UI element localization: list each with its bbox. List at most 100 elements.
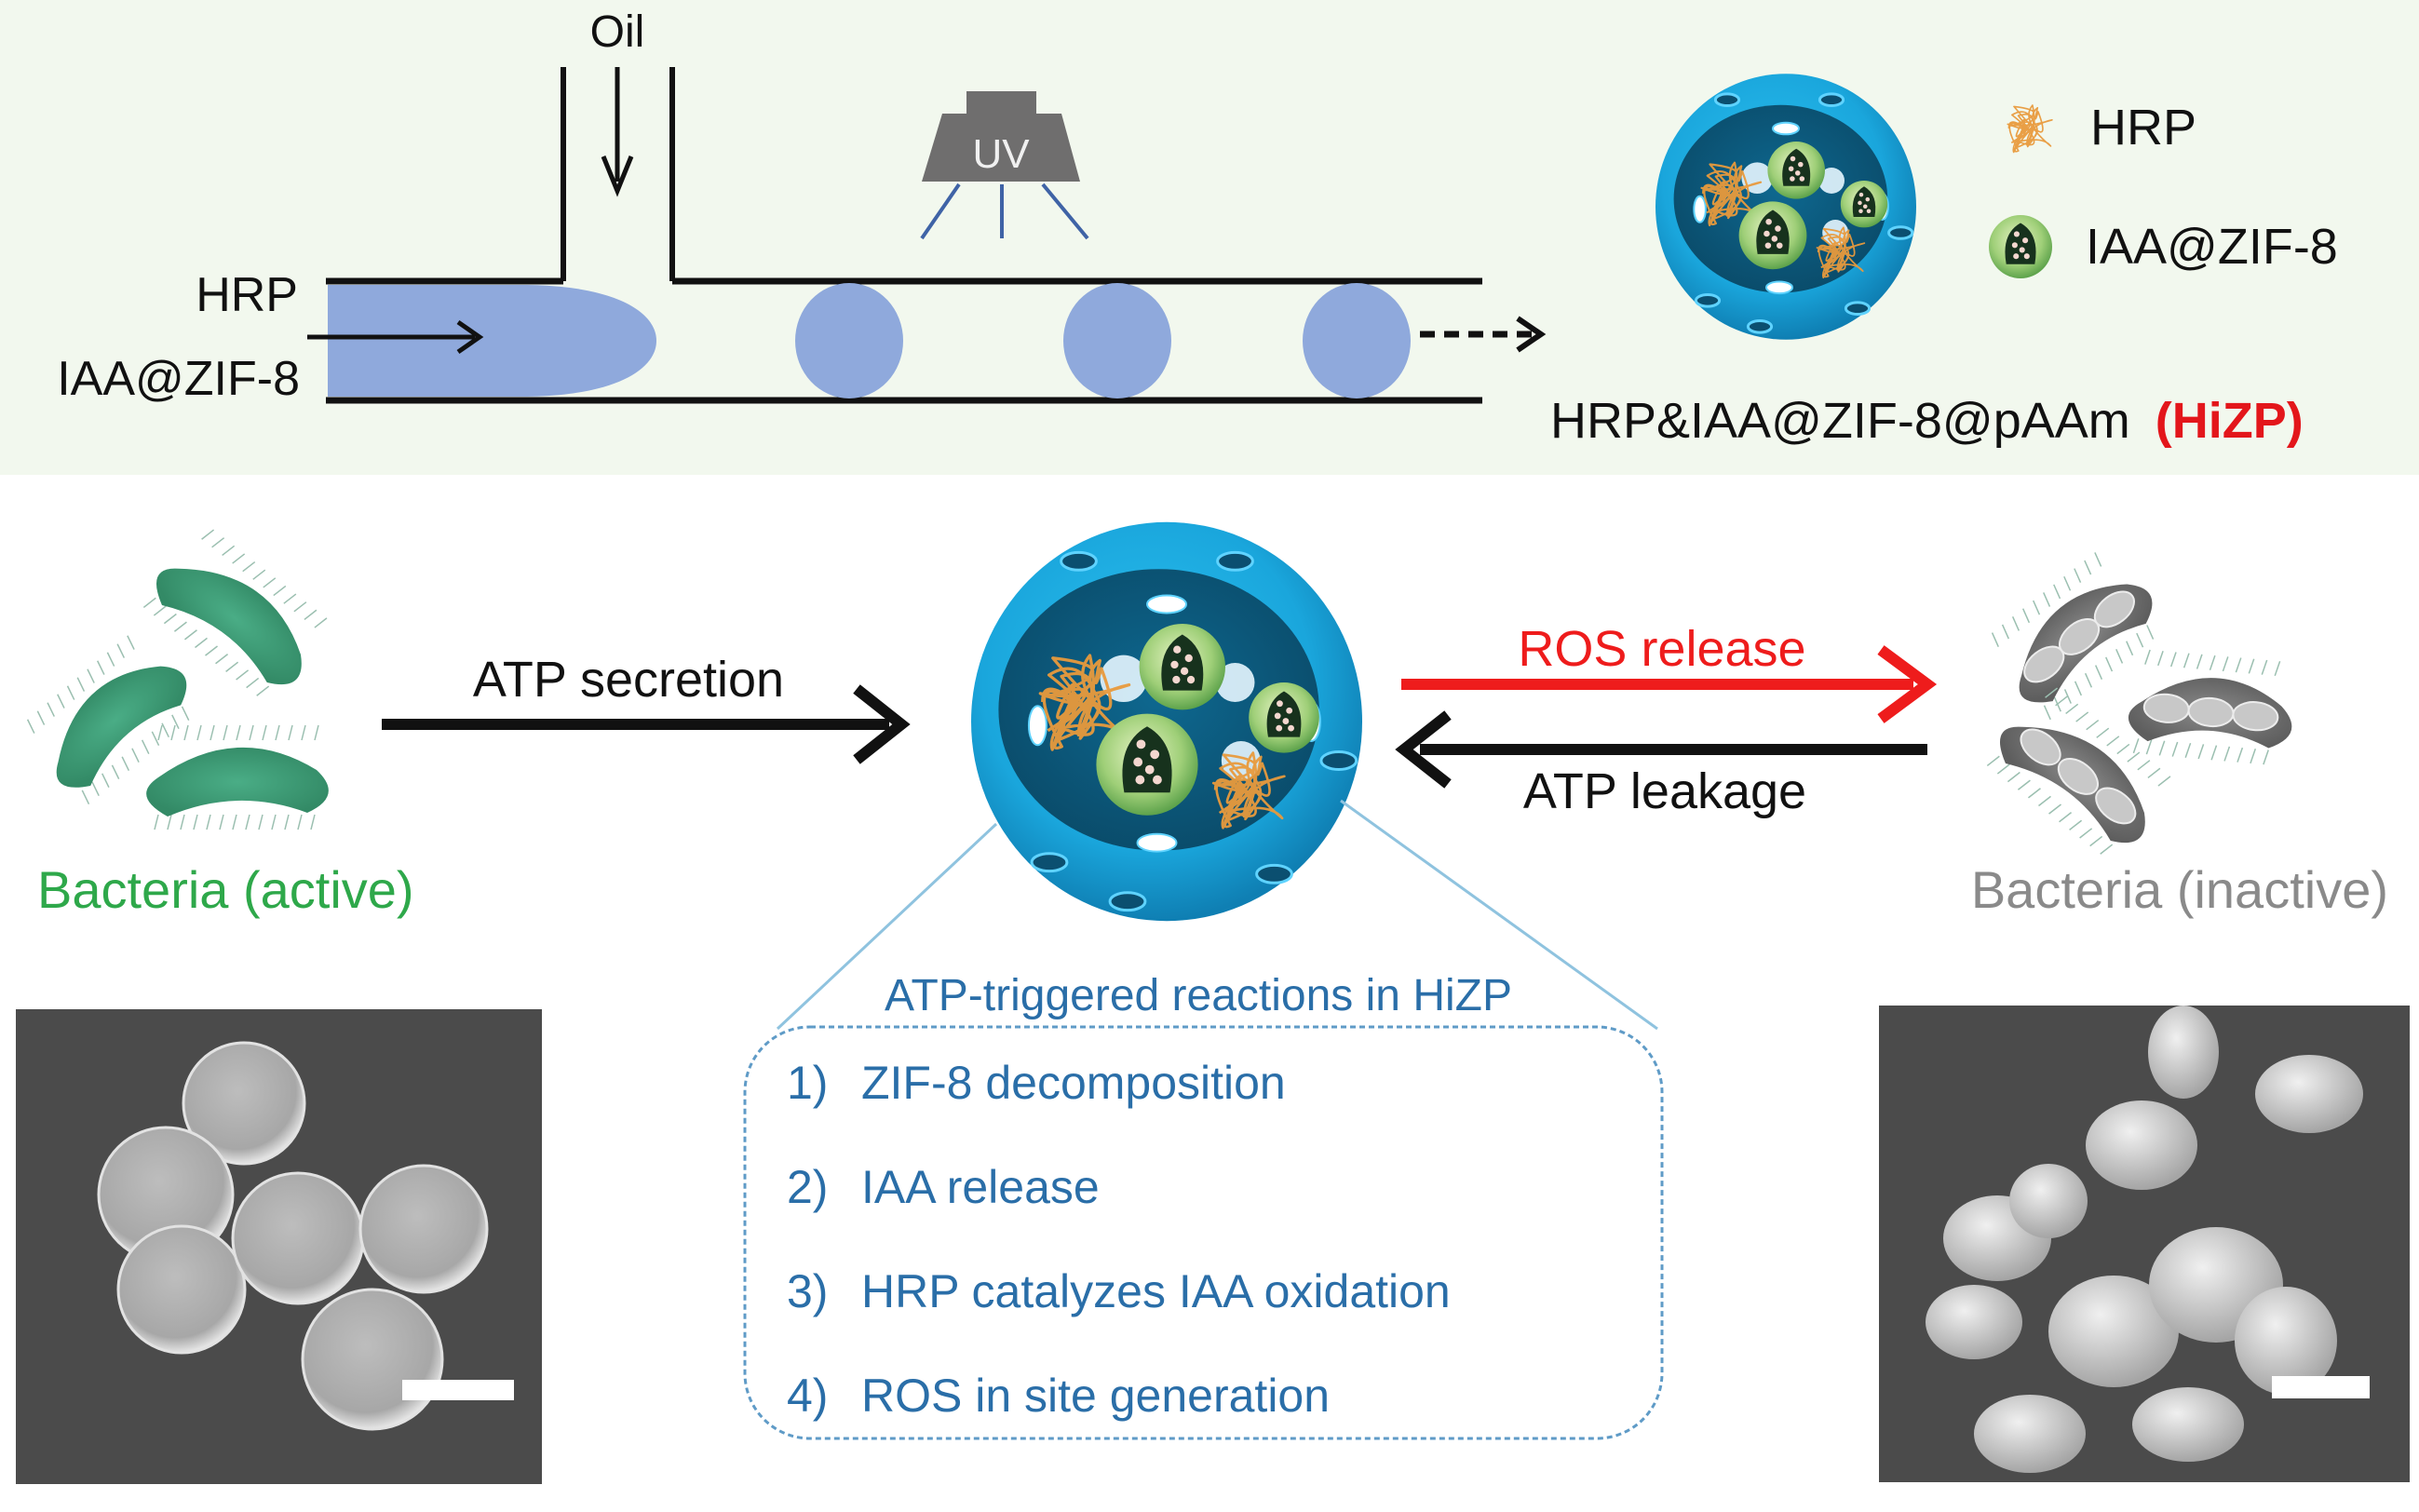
droplet bbox=[1063, 283, 1171, 398]
reaction-step: 4) ROS in site generation bbox=[787, 1370, 1330, 1422]
inner-pore bbox=[1772, 121, 1800, 136]
sem-debris bbox=[2255, 1055, 2363, 1133]
scale-bar bbox=[402, 1380, 514, 1400]
uv-label: UV bbox=[972, 131, 1030, 177]
reaction-step-text: ROS in site generation bbox=[861, 1370, 1330, 1422]
inlet-label-iaa-zif8: IAA@ZIF-8 bbox=[57, 352, 300, 406]
svg-text:HRP&IAA@ZIF-8@pAAm (Hi: HRP&IAA@ZIF-8@pAAm (HiZP) bbox=[1550, 393, 2304, 449]
iaa-zif8-particle-icon bbox=[1989, 215, 2052, 278]
shell-pore bbox=[1216, 550, 1254, 572]
reactions-title: ATP-triggered reactions in HiZP bbox=[885, 971, 1512, 1020]
atp-leakage-label: ATP leakage bbox=[1523, 763, 1806, 819]
active-bacteria-icon bbox=[26, 529, 329, 830]
sem-debris bbox=[1974, 1395, 2086, 1473]
sem-cell bbox=[301, 1288, 444, 1431]
uv-lamp-icon: UV bbox=[920, 91, 1089, 240]
lesion bbox=[2020, 728, 2061, 766]
iaa-zif8-particle-icon bbox=[1840, 181, 1888, 228]
droplet bbox=[795, 283, 903, 398]
lesion bbox=[2232, 701, 2279, 732]
reaction-step-number: 4) bbox=[787, 1370, 828, 1422]
legend-label-hrp: HRP bbox=[2090, 100, 2196, 155]
aqueous-stream bbox=[328, 285, 656, 397]
reaction-step-number: 2) bbox=[787, 1161, 828, 1213]
inner-pore bbox=[1693, 195, 1707, 223]
sem-debris bbox=[2048, 1276, 2179, 1387]
reaction-step-number: 3) bbox=[787, 1265, 828, 1317]
hrp-enzyme-icon bbox=[1700, 161, 1763, 227]
product-label-main: HRP&IAA@ZIF-8@pAAm bbox=[1550, 393, 2130, 449]
product-label: HRP&IAA@ZIF-8@pAAm (HiZP) bbox=[1550, 393, 2304, 449]
ros-release-label: ROS release bbox=[1518, 621, 1805, 677]
inner-pore bbox=[1136, 832, 1178, 853]
sem-debris bbox=[2086, 1100, 2197, 1190]
reactions-box bbox=[743, 1025, 1664, 1440]
hrp-enzyme-icon bbox=[1816, 226, 1866, 279]
atp-leakage-arrow bbox=[1395, 710, 1927, 789]
iaa-zif8-particle-icon bbox=[1249, 682, 1319, 753]
bacterium bbox=[146, 724, 329, 830]
reaction-step-number: 1) bbox=[787, 1057, 828, 1109]
lesion bbox=[2095, 787, 2137, 825]
shell-pore bbox=[1844, 301, 1872, 317]
iaa-zif8-particle-icon bbox=[1139, 624, 1226, 710]
sem-image-inactive bbox=[1879, 1006, 2410, 1482]
sem-image-active bbox=[16, 1009, 542, 1484]
hrp-enzyme-icon bbox=[2007, 104, 2053, 154]
mechanism-panel: Bacteria (active) ATP secretion ROS rele… bbox=[26, 521, 2388, 922]
ros-release-arrow bbox=[1401, 645, 1938, 723]
shell-pore bbox=[1108, 891, 1147, 912]
shell-pore bbox=[1818, 92, 1845, 107]
callout-line-right bbox=[1340, 799, 1658, 1031]
inner-pore bbox=[1146, 594, 1187, 614]
shell-pore bbox=[1694, 293, 1722, 308]
sem-debris bbox=[2235, 1287, 2337, 1395]
droplet bbox=[1303, 283, 1411, 398]
bacterium bbox=[1991, 552, 2155, 721]
inlet-flow-arrow bbox=[307, 319, 484, 355]
legend-label-iaa-zif8: IAA@ZIF-8 bbox=[2086, 219, 2338, 275]
sem-cell bbox=[358, 1164, 489, 1294]
inlet-label-hrp: HRP bbox=[196, 268, 298, 322]
active-bacteria-label: Bacteria (active) bbox=[37, 860, 414, 919]
shell-pore bbox=[1887, 225, 1914, 240]
inner-pore bbox=[1765, 280, 1793, 295]
inactive-bacteria-icon bbox=[1986, 552, 2292, 855]
sem-cell bbox=[116, 1224, 247, 1355]
reaction-step: 3) HRP catalyzes IAA oxidation bbox=[787, 1265, 1451, 1317]
shell-pore bbox=[1713, 92, 1741, 107]
sem-debris bbox=[2132, 1387, 2244, 1462]
callout-line-left bbox=[776, 822, 998, 1031]
bacterium bbox=[2128, 649, 2292, 765]
bacterium bbox=[1986, 687, 2171, 855]
legend: HRP IAA@ZIF-8 bbox=[1989, 100, 2338, 278]
lesion bbox=[2093, 590, 2135, 628]
sem-debris bbox=[2009, 1164, 2088, 1238]
shell-pore bbox=[1255, 863, 1293, 884]
sem-debris bbox=[1926, 1285, 2022, 1359]
oil-label: Oil bbox=[590, 7, 645, 57]
inner-pore bbox=[1027, 705, 1047, 747]
droplet-group bbox=[795, 283, 1411, 398]
bacterium bbox=[142, 529, 328, 696]
shell-pore bbox=[1319, 750, 1358, 771]
sem-debris bbox=[2148, 1006, 2219, 1099]
iaa-zif8-particle-icon bbox=[1989, 215, 2052, 278]
inactive-bacteria-label: Bacteria (inactive) bbox=[1971, 860, 2388, 919]
hizp-particle-icon bbox=[1655, 74, 1916, 340]
iaa-zif8-particle-icon bbox=[1767, 142, 1825, 199]
bubble bbox=[1215, 663, 1255, 702]
reactions-callout: ATP-triggered reactions in HiZP 1)ZIF-8 … bbox=[743, 799, 1664, 1440]
reaction-step-text: HRP catalyzes IAA oxidation bbox=[861, 1265, 1451, 1317]
scale-bar bbox=[2272, 1376, 2370, 1398]
lesion bbox=[2057, 758, 2099, 795]
hizp-particle-center-icon bbox=[971, 521, 1362, 922]
atp-secretion-label: ATP secretion bbox=[473, 652, 784, 708]
product-label-hizp: (HiZP) bbox=[2155, 393, 2304, 449]
shell-pore bbox=[1030, 852, 1069, 873]
iaa-zif8-particle-icon bbox=[1096, 713, 1198, 816]
bacterium bbox=[26, 635, 190, 805]
hrp-enzyme-icon bbox=[2007, 104, 2053, 154]
